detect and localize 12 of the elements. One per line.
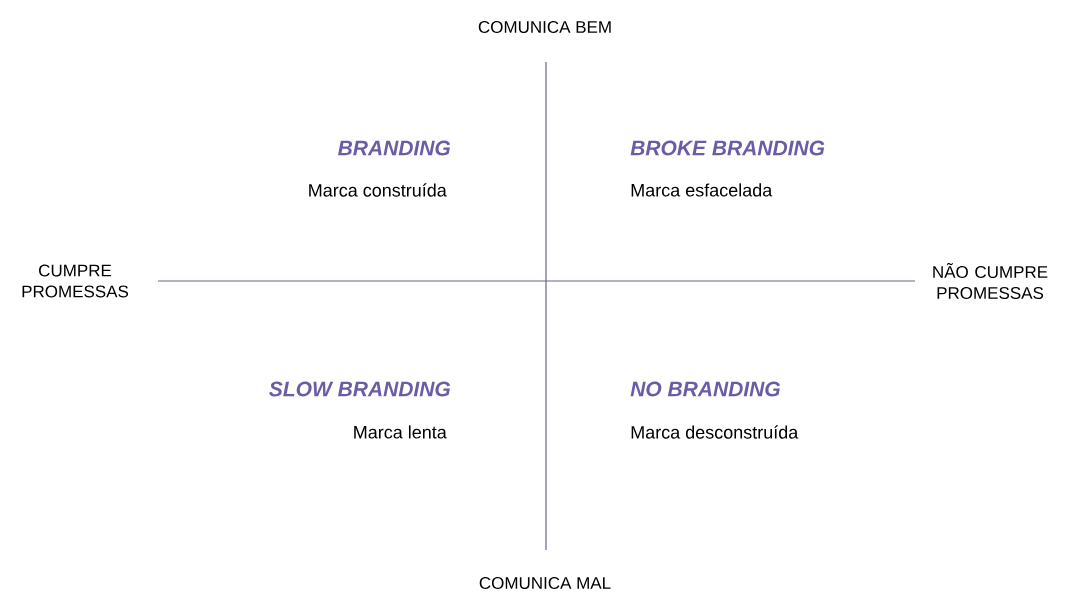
axis-label: COMUNICA MAL (479, 576, 611, 589)
quadrant-description: Marca desconstruída (631, 425, 799, 439)
quadrant-description: Marca esfacelada (631, 183, 773, 197)
quadrant-heading: NO BRANDING (630, 381, 780, 397)
axis-label: NÃO CUMPRE PROMESSAS (933, 262, 1048, 300)
quadrant-heading: BROKE BRANDING (630, 140, 825, 156)
quadrant-description: Marca construída (309, 183, 447, 197)
quadrant-description: Marca lenta (354, 425, 447, 439)
quadrant-heading: BRANDING (338, 140, 451, 156)
quadrant-heading: SLOW BRANDING (269, 381, 451, 397)
axis-label: CUMPRE PROMESSAS (22, 264, 129, 298)
axis-label: COMUNICA BEM (478, 20, 611, 33)
